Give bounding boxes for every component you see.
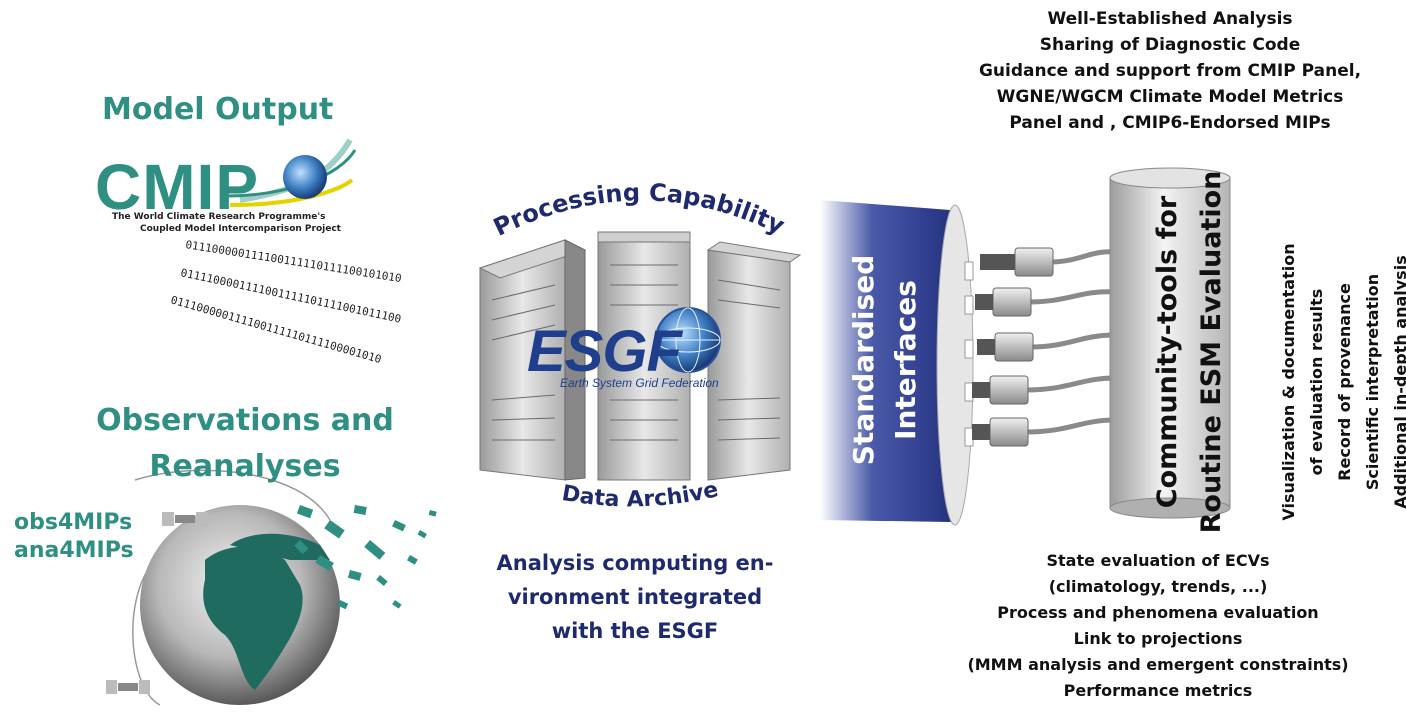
- top-list-item: Guidance and support from CMIP Panel,: [978, 61, 1362, 81]
- top-feature-list: Well-Established Analysis Sharing of Dia…: [970, 6, 1370, 136]
- top-list-item: Sharing of Diagnostic Code: [1039, 35, 1301, 55]
- right-list-item: Scientific interpretation: [1363, 273, 1382, 491]
- analysis-env-line: Analysis computing en-: [496, 551, 774, 575]
- bottom-list-item: Performance metrics: [1063, 681, 1253, 700]
- bottom-feature-list: State evaluation of ECVs (climatology, t…: [948, 548, 1368, 704]
- esgf-servers: [478, 231, 802, 481]
- cmip-swoosh: [224, 138, 357, 207]
- cmip-subtitle-line-2: Coupled Model Intercomparison Project: [140, 224, 341, 234]
- data-archive-label: Data Archive: [560, 477, 721, 512]
- observations-globe: [106, 469, 437, 706]
- connector-cables: [972, 247, 1116, 447]
- bottom-list-item: Process and phenomena evaluation: [997, 603, 1319, 622]
- cmip-subtitle-line-1: The World Climate Research Programme's: [112, 212, 326, 222]
- plug-icon: [989, 417, 1029, 447]
- cmip-logo: CMIP: [95, 151, 259, 223]
- obs4mips-label: obs4MIPs: [14, 510, 133, 535]
- bottom-list-item: State evaluation of ECVs: [1046, 551, 1270, 570]
- analysis-env-line: vironment integrated: [507, 585, 763, 609]
- observations-title-line-2: Reanalyses: [149, 449, 341, 484]
- plug-icon: [994, 332, 1034, 362]
- esgf-logo: ESGF: [527, 319, 682, 384]
- ana4mips-label: ana4MIPs: [14, 538, 134, 563]
- observations-title: Observations and Reanalyses: [95, 398, 395, 490]
- right-list-item: Additional in-depth analysis: [1391, 255, 1406, 509]
- interfaces-line-2: Interfaces: [889, 280, 922, 440]
- observations-title-line-1: Observations and: [96, 403, 394, 438]
- community-tools-cylinder: [1109, 167, 1231, 519]
- top-list-item: Panel and , CMIP6-Endorsed MIPs: [1009, 113, 1331, 133]
- right-list-item: of evaluation results: [1307, 288, 1326, 476]
- standardised-interfaces-panel: [820, 200, 974, 526]
- bottom-list-item: (climatology, trends, ...): [1048, 577, 1268, 596]
- binary-streams: 011100000111100111110111100101010 011110…: [169, 238, 402, 366]
- right-list-item: Visualization & documentation: [1279, 243, 1298, 521]
- plug-icon: [989, 375, 1029, 405]
- standardised-interfaces-label: Standardised Interfaces: [843, 215, 927, 505]
- right-list-item: Record of provenance: [1335, 283, 1354, 481]
- top-list-item: Well-Established Analysis: [1047, 9, 1293, 29]
- community-tools-label: Community-tools for Routine ESM Evaluati…: [1146, 162, 1234, 542]
- top-list-item: WGNE/WGCM Climate Model Metrics: [996, 87, 1344, 107]
- earth-globe-icon: [283, 155, 327, 199]
- community-tools-line-2: Routine ESM Evaluation: [1196, 170, 1227, 534]
- satellite-icon: [106, 512, 208, 694]
- interfaces-line-1: Standardised: [847, 254, 880, 466]
- community-tools-line-1: Community-tools for: [1152, 195, 1183, 509]
- plug-icon: [1014, 247, 1054, 277]
- analysis-environment-text: Analysis computing en- vironment integra…: [470, 546, 800, 648]
- esgf-subtitle: Earth System Grid Federation: [560, 376, 719, 390]
- right-feature-list: Visualization & documentation of evaluat…: [1275, 212, 1406, 552]
- model-output-title: Model Output: [102, 92, 334, 127]
- analysis-env-line: with the ESGF: [551, 619, 719, 643]
- bottom-list-item: (MMM analysis and emergent constraints): [967, 655, 1349, 674]
- plug-icon: [992, 287, 1032, 317]
- bottom-list-item: Link to projections: [1073, 629, 1243, 648]
